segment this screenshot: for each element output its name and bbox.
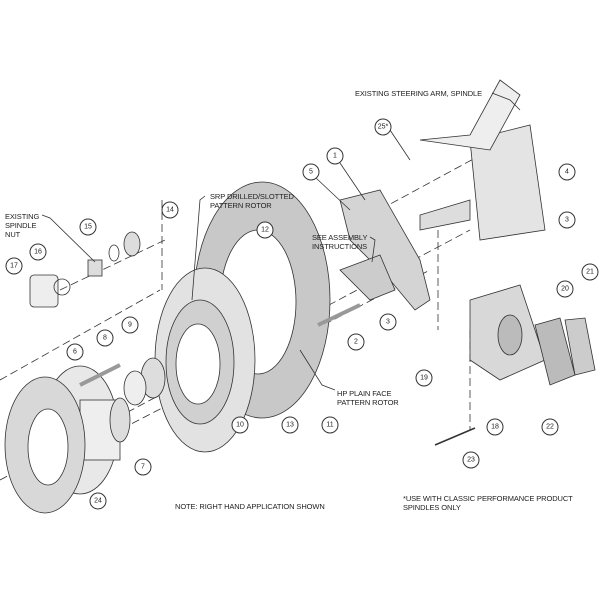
- callout-8: 8: [96, 329, 114, 347]
- callout-24: 24: [89, 492, 107, 510]
- dust-cap: [29, 274, 59, 308]
- callout-15: 15: [79, 218, 97, 236]
- caliper-bracket: [339, 189, 431, 311]
- callout-4: 4: [558, 163, 576, 181]
- callout-2: 2: [347, 333, 365, 351]
- outer-bearing: [123, 231, 141, 257]
- callout-6: 6: [66, 343, 84, 361]
- callout-10: 10: [231, 416, 249, 434]
- label-hp-rotor: HP PLAIN FACE PATTERN ROTOR: [337, 389, 399, 407]
- callout-25: 25*: [374, 118, 392, 136]
- inner-bearing: [123, 370, 147, 406]
- callout-22: 22: [541, 418, 559, 436]
- leader-lines: [41, 92, 521, 391]
- callout-5: 5: [302, 163, 320, 181]
- callout-11: 11: [321, 416, 339, 434]
- cotter-pin: [434, 427, 476, 446]
- callout-3-lower: 3: [379, 313, 397, 331]
- callout-17: 17: [5, 257, 23, 275]
- o-ring: [53, 278, 71, 296]
- callout-13: 13: [281, 416, 299, 434]
- label-spindle-nut: EXISTING SPINDLE NUT: [5, 212, 40, 239]
- callout-1: 1: [326, 147, 344, 165]
- callout-7: 7: [134, 458, 152, 476]
- spindle: [419, 79, 546, 241]
- label-srp-rotor: SRP DRILLED/SLOTTED PATTERN ROTOR: [210, 192, 294, 210]
- spindle-nut: [87, 259, 103, 277]
- callout-18: 18: [486, 418, 504, 436]
- callout-19: 19: [415, 369, 433, 387]
- wheel-adapter: [4, 376, 86, 514]
- bracket-spacer: [339, 254, 396, 301]
- footnote-classic-spindles: *USE WITH CLASSIC PERFORMANCE PRODUCT SP…: [403, 494, 573, 512]
- washer-15: [108, 244, 120, 262]
- brake-pad-2: [564, 317, 596, 376]
- callout-9: 9: [121, 316, 139, 334]
- bolt-2: [317, 303, 361, 327]
- callout-20: 20: [556, 280, 574, 298]
- note-right-hand: NOTE: RIGHT HAND APPLICATION SHOWN: [175, 502, 325, 511]
- callout-16: 16: [29, 243, 47, 261]
- callout-12: 12: [256, 221, 274, 239]
- bolt-6: [79, 363, 121, 387]
- callout-21: 21: [581, 263, 599, 281]
- label-existing-steering-arm: EXISTING STEERING ARM, SPINDLE: [355, 89, 483, 98]
- caliper: [469, 284, 546, 381]
- rotor-hat: [154, 267, 256, 453]
- label-see-assembly: SEE ASSEMBLY INSTRUCTIONS: [312, 233, 368, 251]
- callout-14: 14: [161, 201, 179, 219]
- callout-3: 3: [558, 211, 576, 229]
- callout-23: 23: [462, 451, 480, 469]
